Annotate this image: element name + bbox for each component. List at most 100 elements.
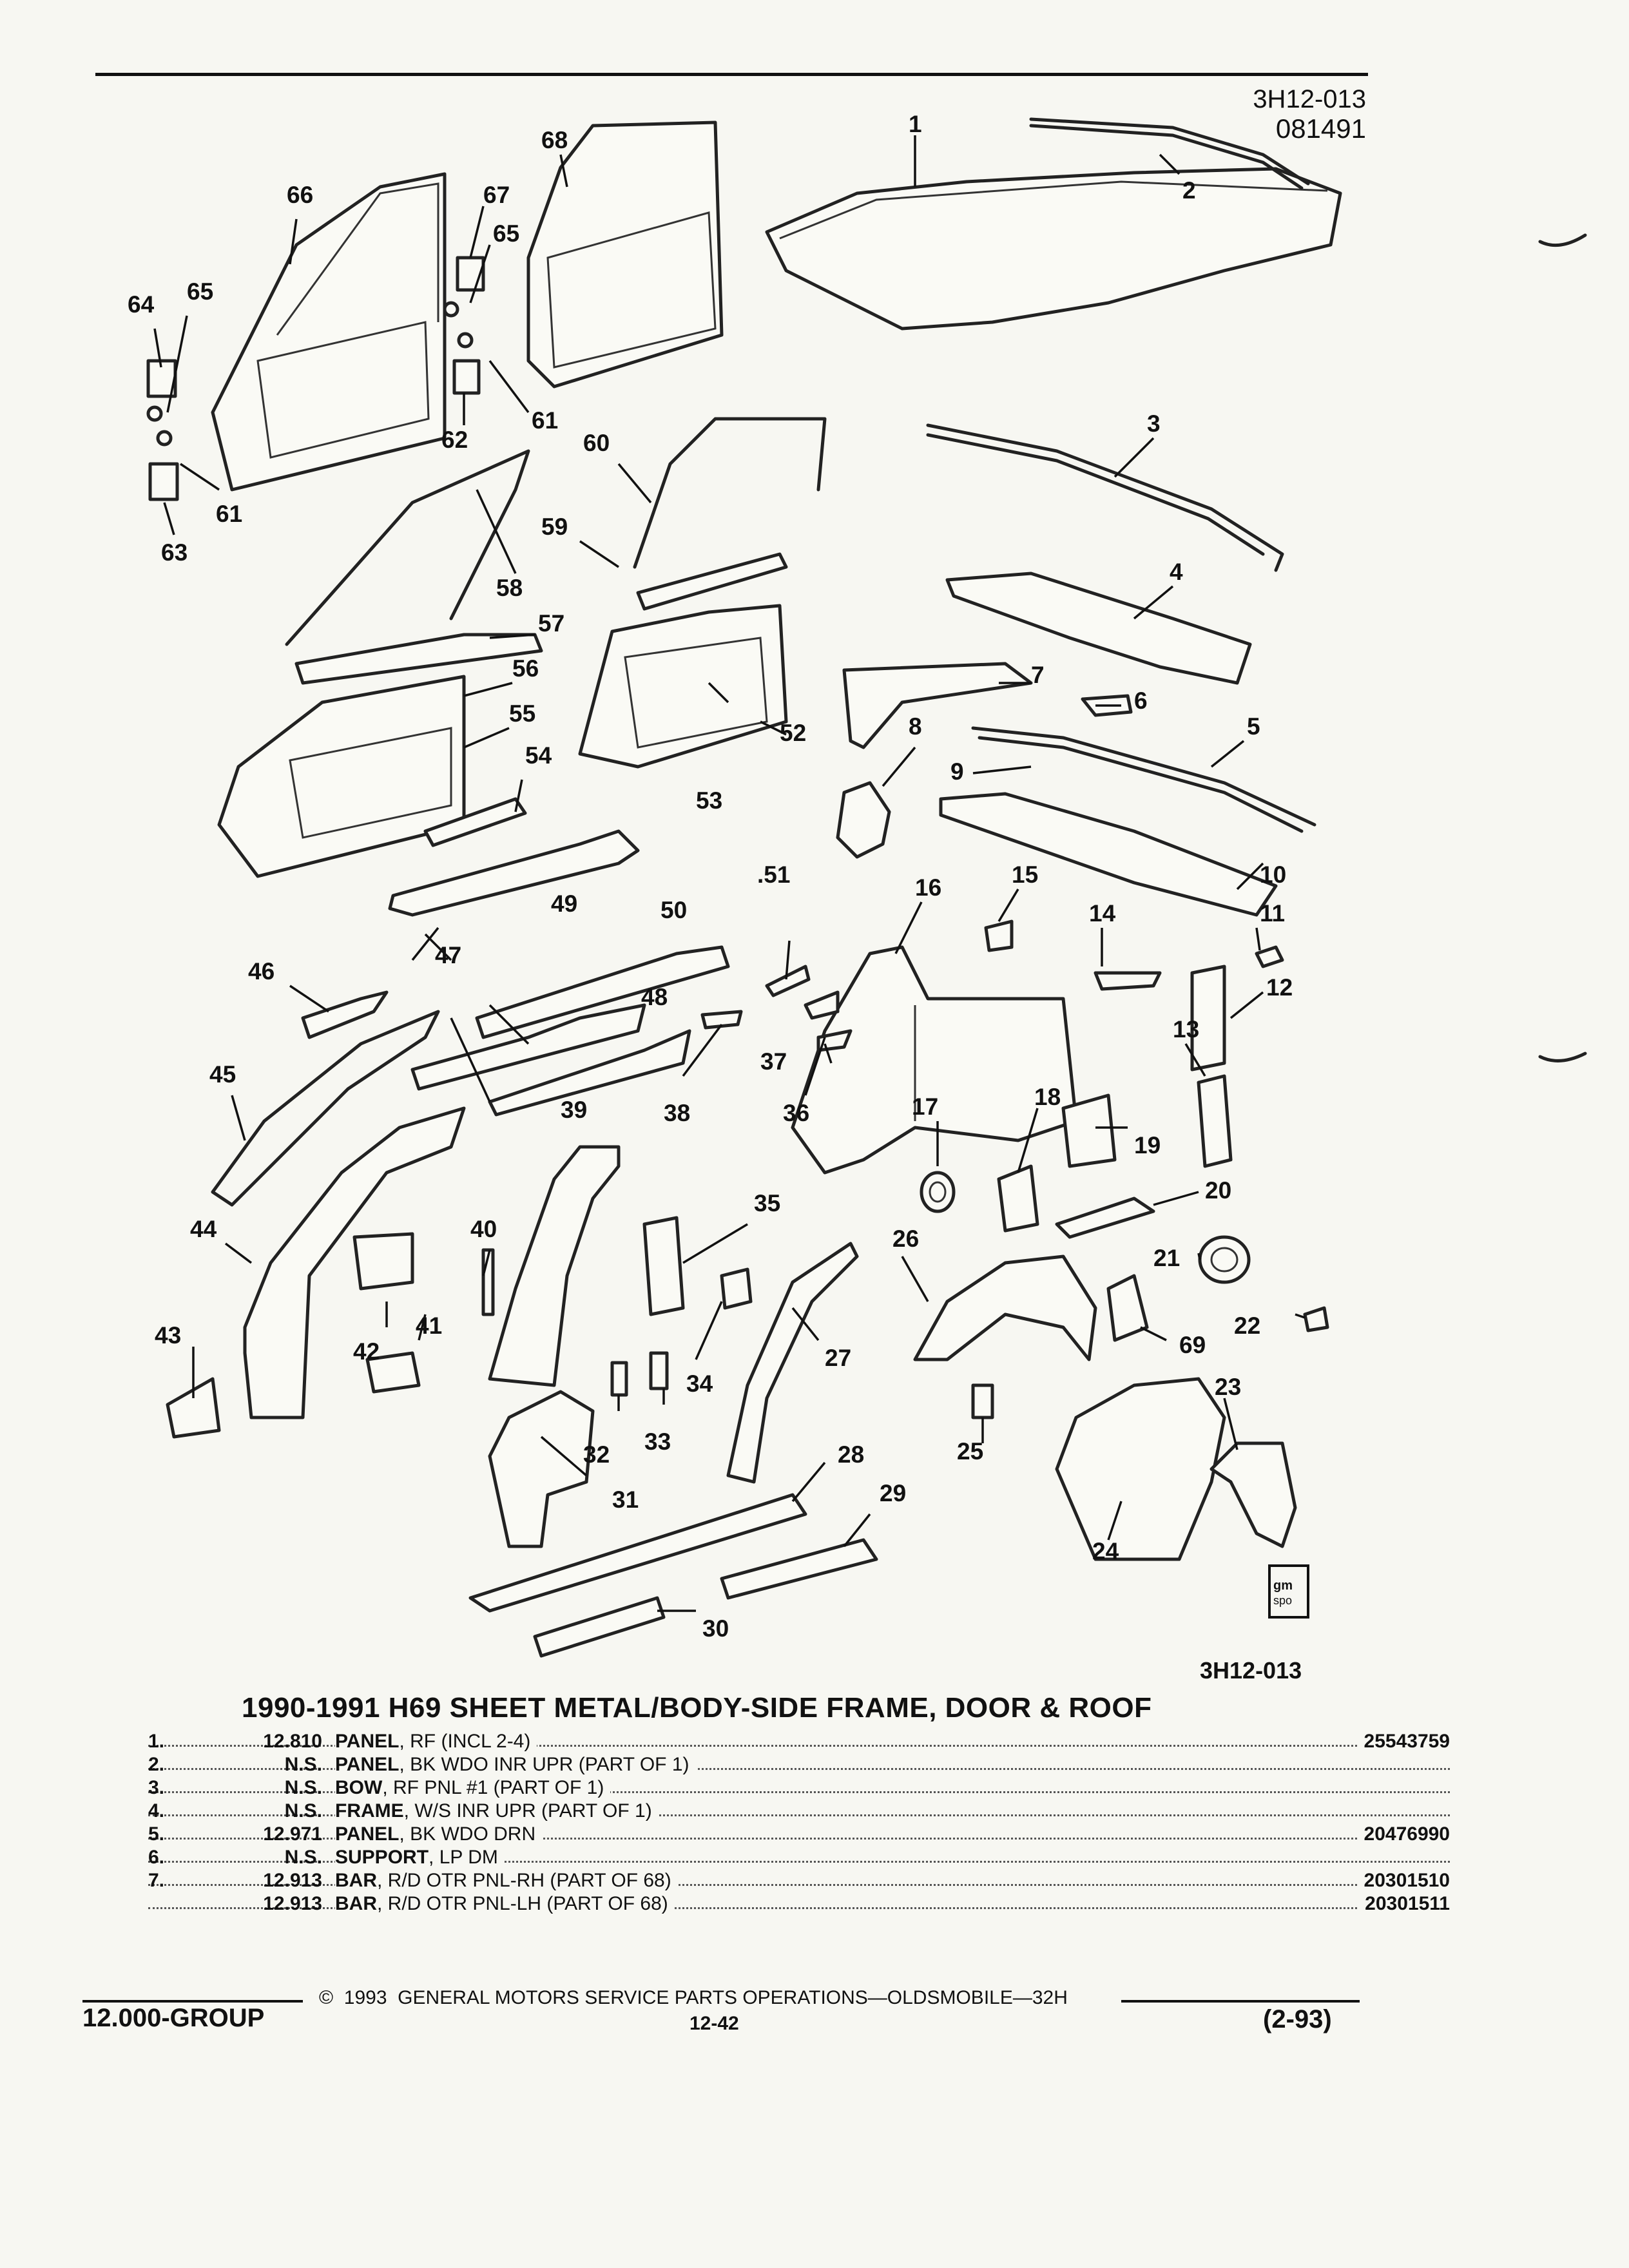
callout-24: 24 bbox=[1092, 1538, 1119, 1564]
callout-55: 55 bbox=[509, 700, 535, 727]
table-row: 5. 12.971 PANEL, BK WDO DRN 20476990 bbox=[148, 1823, 1450, 1847]
diagram-code-top: 3H12-013 bbox=[1253, 85, 1366, 113]
date-code: 081491 bbox=[1275, 113, 1366, 144]
callout-15: 15 bbox=[1012, 861, 1038, 888]
table-row: 6. N.S. SUPPORT, LP DM bbox=[148, 1847, 1450, 1870]
callout-23: 23 bbox=[1215, 1374, 1241, 1400]
callout-16: 16 bbox=[915, 874, 941, 901]
callout-59: 59 bbox=[541, 514, 568, 540]
row-name: FRAME bbox=[335, 1800, 404, 1821]
callout-2: 2 bbox=[1182, 177, 1196, 204]
callout-28: 28 bbox=[838, 1441, 864, 1468]
callout-29: 29 bbox=[880, 1480, 906, 1506]
callout-60: 60 bbox=[583, 430, 610, 456]
table-row: 2. N.S. PANEL, BK WDO INR UPR (PART OF 1… bbox=[148, 1754, 1450, 1777]
callout-38: 38 bbox=[664, 1100, 690, 1126]
callout-20: 20 bbox=[1205, 1177, 1231, 1204]
callout-57: 57 bbox=[538, 610, 564, 637]
page-title: 1990-1991 H69 SHEET METAL/BODY-SIDE FRAM… bbox=[242, 1692, 1152, 1724]
footer-rule-left bbox=[82, 2000, 303, 2003]
callout-40: 40 bbox=[470, 1216, 497, 1242]
callout-61-right: 61 bbox=[532, 407, 558, 434]
diagram-code-bottom: 3H12-013 bbox=[1200, 1657, 1302, 1684]
row-part-number: 25543759 bbox=[1357, 1731, 1450, 1753]
row-name: SUPPORT bbox=[335, 1847, 429, 1868]
row-group: 12.810 bbox=[263, 1731, 322, 1752]
callout-67: 67 bbox=[483, 182, 510, 208]
callout-9: 9 bbox=[950, 758, 964, 785]
callout-53: 53 bbox=[696, 787, 722, 814]
callout-4: 4 bbox=[1170, 559, 1183, 585]
callout-36: 36 bbox=[783, 1100, 809, 1126]
callout-30: 30 bbox=[702, 1615, 729, 1642]
callout-35: 35 bbox=[754, 1190, 780, 1216]
edition: (2-93) bbox=[1263, 2005, 1332, 2033]
row-name: BOW bbox=[335, 1777, 383, 1798]
gm-logo-text: gm bbox=[1273, 1579, 1293, 1593]
top-rule bbox=[95, 73, 1368, 76]
callout-1: 1 bbox=[909, 111, 922, 137]
callout-42: 42 bbox=[353, 1338, 380, 1365]
callout-19: 19 bbox=[1134, 1132, 1161, 1158]
callout-14: 14 bbox=[1089, 900, 1116, 927]
row-part-number: 20301510 bbox=[1357, 1870, 1450, 1892]
callout-41: 41 bbox=[416, 1312, 442, 1339]
copyright: © 1993 GENERAL MOTORS SERVICE PARTS OPER… bbox=[319, 1987, 1068, 2008]
row-group: 12.971 bbox=[263, 1823, 322, 1845]
row-num: 2. bbox=[148, 1754, 165, 1775]
callout-32: 32 bbox=[583, 1441, 610, 1468]
row-num: 1. bbox=[148, 1731, 165, 1752]
page-number: 12-42 bbox=[689, 2013, 739, 2034]
callout-18: 18 bbox=[1034, 1084, 1061, 1110]
callout-45: 45 bbox=[209, 1061, 236, 1088]
callout-61-left: 61 bbox=[216, 501, 242, 527]
callout-46: 46 bbox=[248, 958, 275, 985]
callout-51: .51 bbox=[757, 861, 790, 888]
row-group: N.S. bbox=[284, 1754, 322, 1775]
callout-3: 3 bbox=[1147, 410, 1161, 437]
row-num: 6. bbox=[148, 1847, 165, 1868]
table-row: 4. N.S. FRAME, W/S INR UPR (PART OF 1) bbox=[148, 1800, 1450, 1823]
callout-labels: 1 2 3 4 5 6 7 8 9 10 11 12 13 14 15 16 1… bbox=[128, 111, 1293, 1642]
callout-37: 37 bbox=[760, 1048, 787, 1075]
callout-10: 10 bbox=[1260, 861, 1286, 888]
callout-17: 17 bbox=[912, 1093, 938, 1120]
callout-39: 39 bbox=[561, 1097, 587, 1123]
row-name: BAR bbox=[335, 1870, 377, 1891]
row-desc: , RF (INCL 2-4) bbox=[399, 1731, 531, 1752]
table-row: 1. 12.810 PANEL, RF (INCL 2-4) 25543759 bbox=[148, 1731, 1450, 1754]
row-num: 4. bbox=[148, 1800, 165, 1821]
row-name: PANEL bbox=[335, 1754, 400, 1775]
table-row: 3. N.S. BOW, RF PNL #1 (PART OF 1) bbox=[148, 1777, 1450, 1800]
row-group: N.S. bbox=[284, 1800, 322, 1821]
gm-spo-logo: gm spo bbox=[1268, 1564, 1309, 1619]
callout-5: 5 bbox=[1247, 713, 1260, 740]
callout-62: 62 bbox=[441, 427, 468, 453]
row-desc: , BK WDO INR UPR (PART OF 1) bbox=[399, 1754, 689, 1775]
callout-47: 47 bbox=[435, 942, 461, 968]
row-name: BAR bbox=[335, 1893, 377, 1914]
callout-69: 69 bbox=[1179, 1332, 1206, 1358]
callout-56: 56 bbox=[512, 655, 539, 682]
row-part-number: 20476990 bbox=[1357, 1823, 1450, 1845]
callout-54: 54 bbox=[525, 742, 552, 769]
callout-68: 68 bbox=[541, 127, 568, 153]
callout-64: 64 bbox=[128, 291, 155, 318]
callout-50: 50 bbox=[660, 897, 687, 923]
row-group: 12.913 bbox=[263, 1870, 322, 1891]
callout-22: 22 bbox=[1234, 1312, 1260, 1339]
callout-12: 12 bbox=[1266, 974, 1293, 1001]
scan-mark bbox=[1538, 233, 1587, 247]
table-row: 12.913 BAR, R/D OTR PNL-LH (PART OF 68) … bbox=[148, 1893, 1450, 1916]
callout-65-left: 65 bbox=[187, 278, 213, 305]
callout-26: 26 bbox=[892, 1225, 919, 1252]
callout-11: 11 bbox=[1260, 900, 1285, 927]
row-group: N.S. bbox=[284, 1847, 322, 1868]
row-group: N.S. bbox=[284, 1777, 322, 1798]
row-desc: , R/D OTR PNL-LH (PART OF 68) bbox=[377, 1893, 668, 1914]
callout-13: 13 bbox=[1173, 1016, 1199, 1043]
row-desc: , RF PNL #1 (PART OF 1) bbox=[382, 1777, 604, 1798]
callout-7: 7 bbox=[1031, 662, 1045, 688]
row-group: 12.913 bbox=[263, 1893, 322, 1914]
scan-mark bbox=[1538, 1052, 1587, 1062]
